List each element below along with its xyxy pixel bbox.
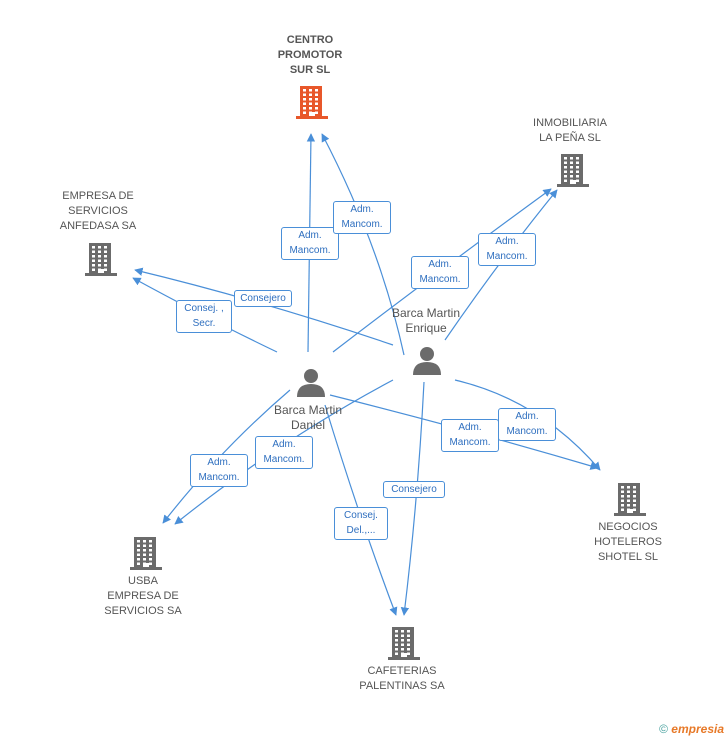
node-label-inmobiliaria: INMOBILIARIA LA PEÑA SL <box>533 117 607 144</box>
person-icon-enrique[interactable] <box>411 345 443 380</box>
edge-label-e12[interactable]: Consej. Del.,... <box>334 507 388 540</box>
node-label-negocios: NEGOCIOS HOTELEROS SHOTEL SL <box>594 521 662 563</box>
building-icon-usba[interactable] <box>130 535 162 576</box>
edge-label-e11[interactable]: Consejero <box>383 481 445 498</box>
edge-line-e10 <box>162 389 291 524</box>
node-label-centro: CENTRO PROMOTOR SUR SL <box>277 34 343 76</box>
edge-label-e1[interactable]: Adm. Mancom. <box>281 227 339 260</box>
node-label-cafeterias: CAFETERIAS PALENTINAS SA <box>359 665 445 692</box>
edge-line-e2 <box>321 133 405 356</box>
building-icon-centro[interactable] <box>296 84 328 125</box>
brand-logo: empresia <box>671 722 724 736</box>
edge-label-e3[interactable]: Adm. Mancom. <box>411 256 469 289</box>
building-icon-inmobiliaria[interactable] <box>557 152 589 193</box>
copyright-icon: © <box>659 722 668 736</box>
footer-brand: © empresia <box>659 722 724 736</box>
node-label-enrique: Barca Martin Enrique <box>391 306 461 335</box>
edge-label-e6[interactable]: Consej. , Secr. <box>176 300 232 333</box>
building-icon-cafeterias[interactable] <box>388 625 420 666</box>
edge-label-e2[interactable]: Adm. Mancom. <box>333 201 391 234</box>
node-label-daniel: Barca Martin Daniel <box>273 403 343 432</box>
edge-line-e5 <box>134 267 394 346</box>
edge-label-e4[interactable]: Adm. Mancom. <box>478 233 536 266</box>
edge-label-e9[interactable]: Adm. Mancom. <box>255 436 313 469</box>
edge-label-e5[interactable]: Consejero <box>234 290 292 307</box>
edge-label-e7[interactable]: Adm. Mancom. <box>498 408 556 441</box>
edge-label-e10[interactable]: Adm. Mancom. <box>190 454 248 487</box>
building-icon-anfedasa[interactable] <box>85 241 117 282</box>
building-icon-negocios[interactable] <box>614 481 646 522</box>
person-icon-daniel[interactable] <box>295 367 327 402</box>
node-label-anfedasa: EMPRESA DE SERVICIOS ANFEDASA SA <box>59 190 137 232</box>
node-label-usba: USBA EMPRESA DE SERVICIOS SA <box>104 575 182 617</box>
edge-label-e8[interactable]: Adm. Mancom. <box>441 419 499 452</box>
edge-line-e11 <box>400 381 425 616</box>
